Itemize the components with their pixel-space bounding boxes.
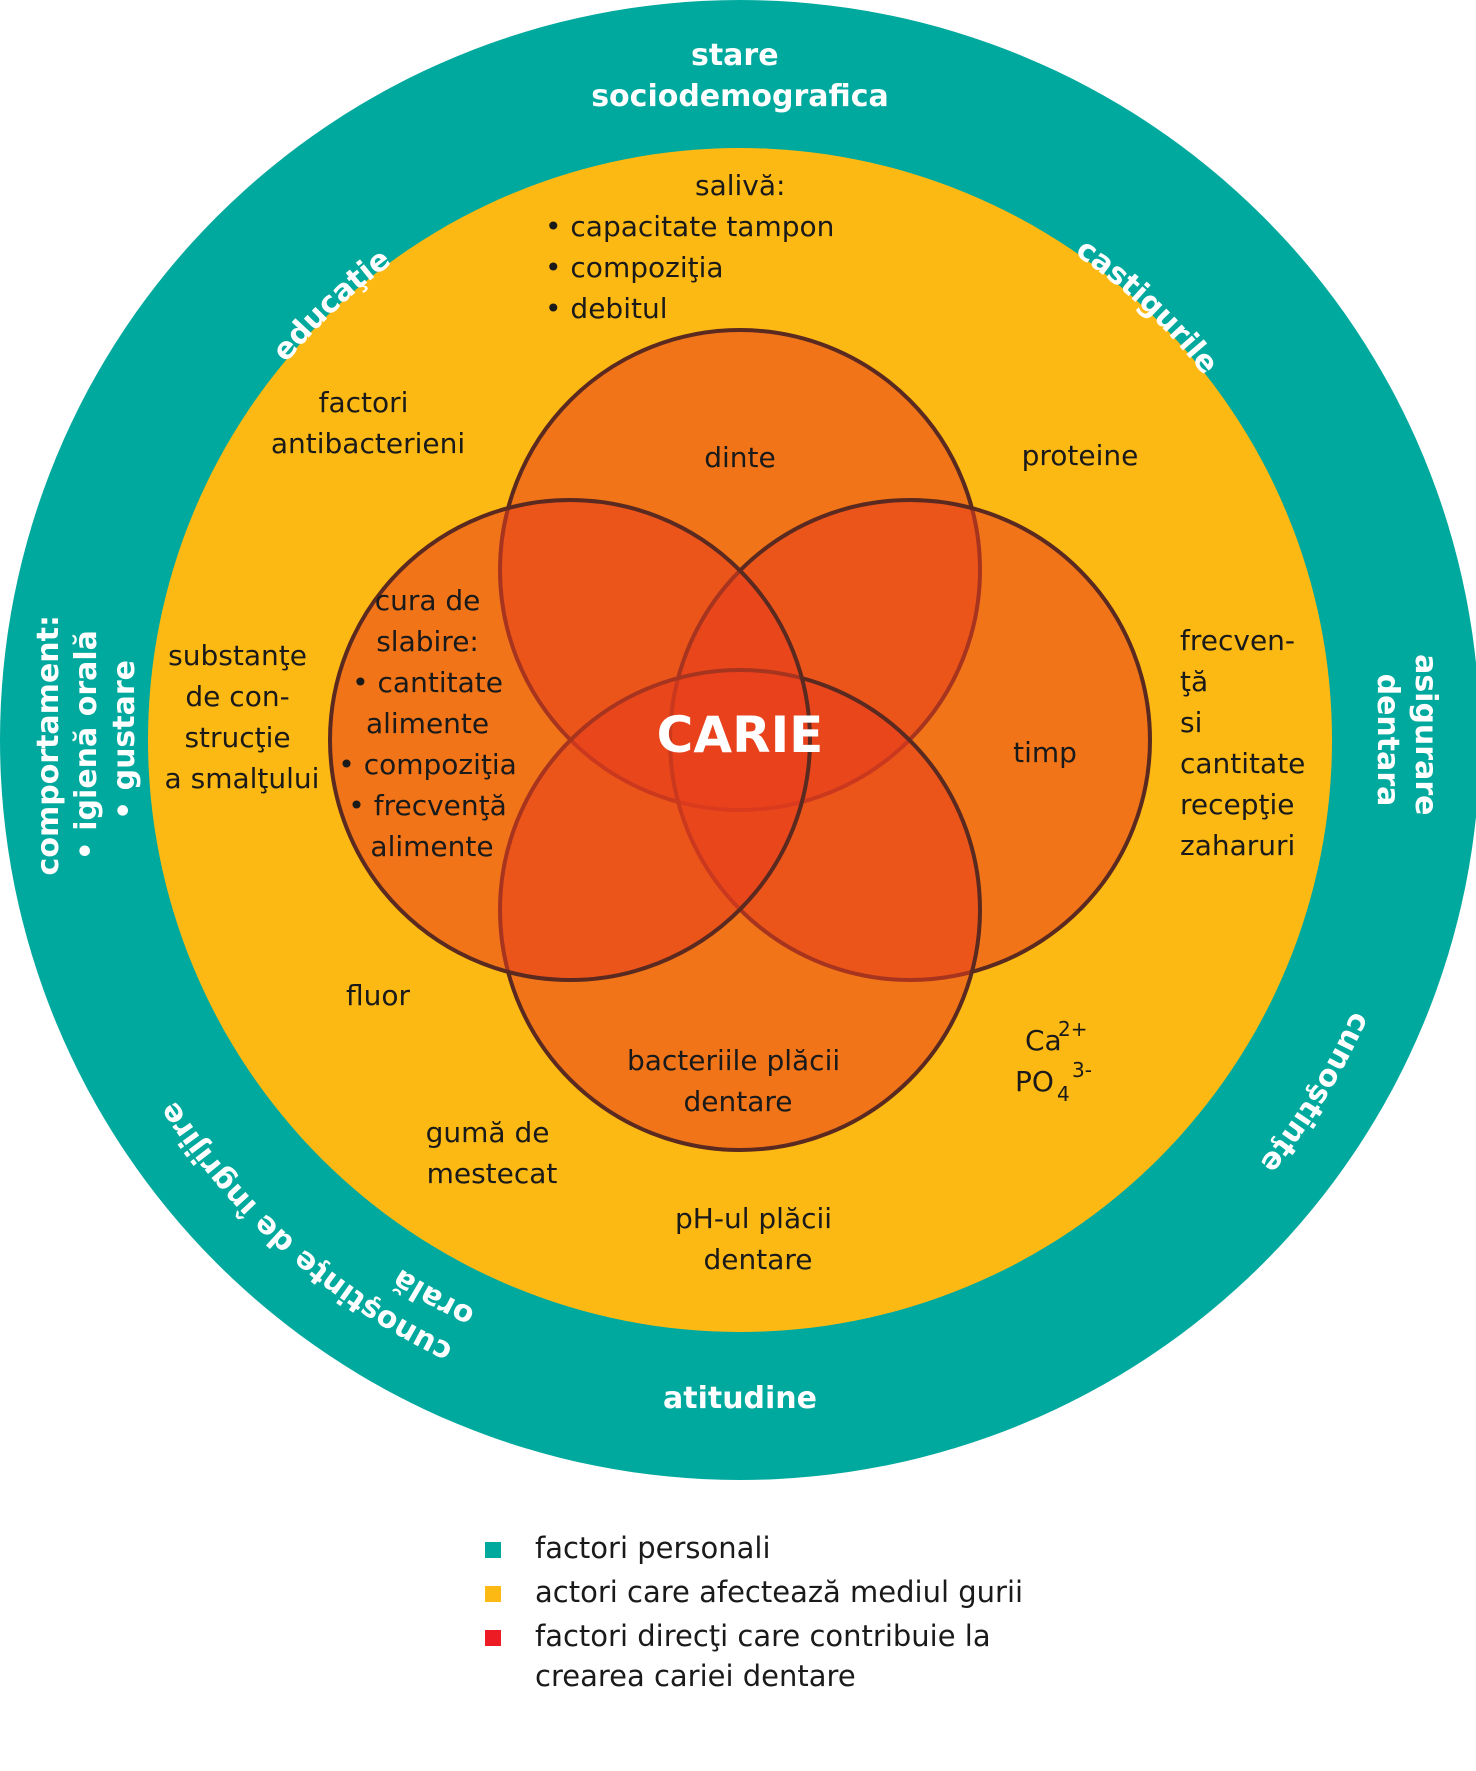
label-frecventa-zaharuri: frecven- ţă si cantitate recepţie zaharu…: [1180, 624, 1314, 862]
label-po: PO: [1015, 1065, 1054, 1098]
label-factori-antibacterieni: factori antibacterieni: [271, 386, 465, 460]
label-cura-de-slabire: cura de slabire: • cantitate alimente • …: [338, 584, 525, 863]
label-ca-charge: 2+: [1058, 1017, 1087, 1041]
legend-label-personal: factori personali: [535, 1531, 771, 1565]
legend-label-direct: factori direcţi care contribuie la crear…: [535, 1619, 991, 1693]
caries-factors-diagram: stare sociodemografica educaţie castigur…: [0, 0, 1476, 1480]
label-timp: timp: [1013, 736, 1077, 769]
label-saliva: salivă: • capacitate tampon • compoziţia…: [545, 169, 843, 325]
legend-item-environment: actori care afectează mediul gurii: [485, 1572, 1045, 1612]
label-po-charge: 3-: [1072, 1058, 1092, 1082]
label-ca-po4: Ca 2+ PO 4 3-: [1015, 1017, 1092, 1106]
direct-factor-circles: [328, 328, 1152, 1152]
legend-swatch-environment: [485, 1586, 501, 1602]
label-ca: Ca: [1025, 1024, 1062, 1057]
outer-label-asigurare: asigurare dentara: [1370, 654, 1443, 826]
label-guma: gumă de mestecat: [426, 1116, 559, 1190]
legend-item-personal: factori personali: [485, 1528, 1045, 1568]
legend-swatch-personal: [485, 1542, 501, 1558]
outer-label-comportament: comportament: • igienă orală • gustare: [31, 605, 142, 876]
label-ph-placa: pH-ul plăcii dentare: [675, 1202, 841, 1276]
label-bacteriile-placii: bacteriile plăcii dentare: [627, 1044, 849, 1118]
legend-item-direct: factori direcţi care contribuie la crear…: [485, 1616, 1045, 1696]
label-proteine: proteine: [1022, 439, 1139, 472]
outer-label-atitudine: atitudine: [663, 1381, 817, 1416]
label-po-subscript: 4: [1057, 1082, 1070, 1106]
label-dinte: dinte: [704, 441, 776, 474]
circle-cura: [328, 498, 812, 982]
center-label-carie: CARIE: [657, 706, 824, 764]
legend: factori personali actori care afectează …: [485, 1528, 1045, 1700]
legend-label-environment: actori care afectează mediul gurii: [535, 1575, 1024, 1609]
outer-label-sociodemographic: stare sociodemografica: [591, 38, 889, 114]
label-substante: substanţe de con- strucţie a smalţului: [165, 639, 320, 795]
label-fluor: fluor: [346, 979, 411, 1012]
legend-swatch-direct: [485, 1630, 501, 1646]
